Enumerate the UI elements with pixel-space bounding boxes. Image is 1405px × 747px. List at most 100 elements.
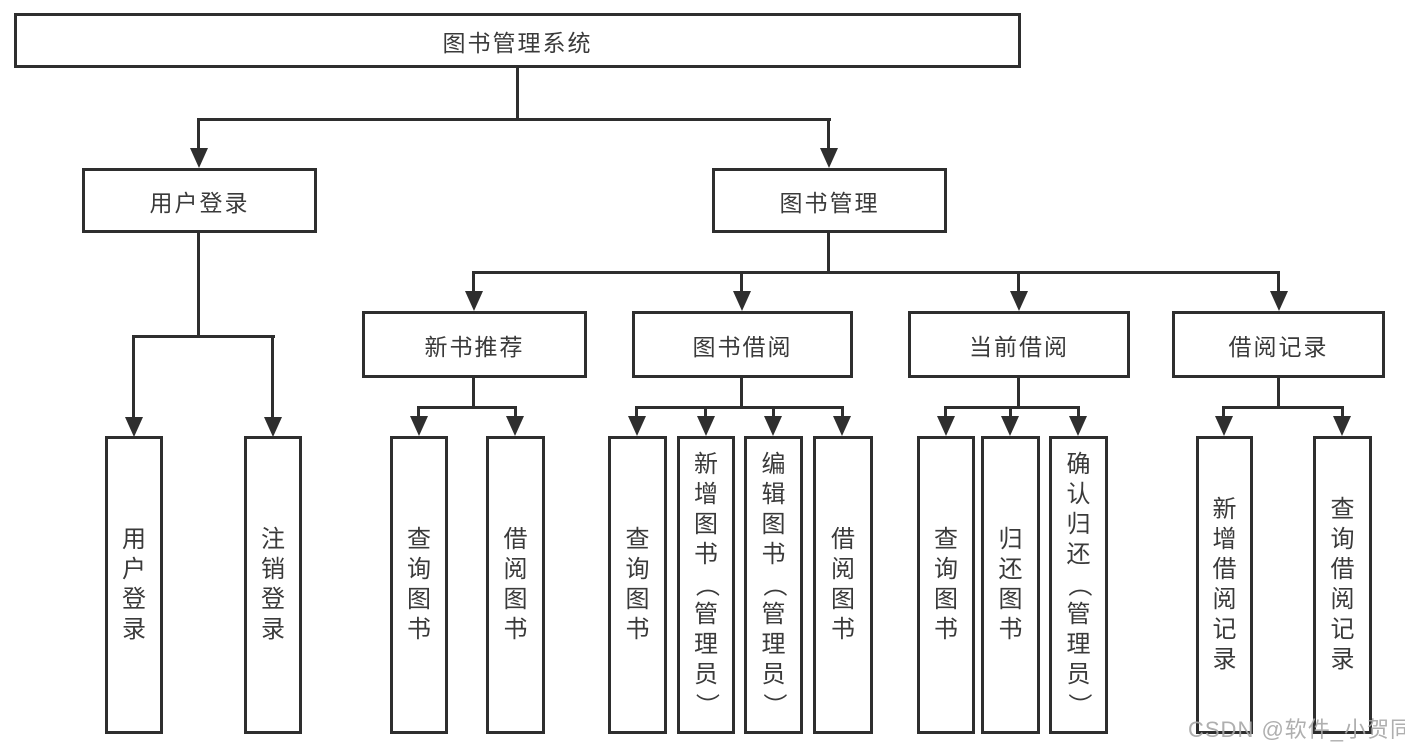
vertical-char: 图 [831,586,855,613]
arrowhead-icon [833,416,851,436]
node-user-login-label: 用户登录 [149,189,250,216]
vertical-char: 录 [1330,646,1355,673]
vertical-char: 录 [122,616,146,643]
arrowhead-icon [506,416,524,436]
connector-line [1341,406,1344,420]
connector-line [516,67,519,120]
connector-line [472,271,1280,274]
vertical-char: 查 [1330,496,1355,523]
vertical-char: 书 [503,616,528,643]
vertical-char: 销 [261,556,285,583]
vertical-char: 管 [694,601,718,628]
arrowhead-icon [733,291,751,311]
vertical-char: 增 [1212,526,1237,553]
node-root: 图书管理系统 [14,13,1021,68]
vertical-char: ） [760,693,788,717]
arrowhead-icon [764,416,782,436]
connector-line [198,118,831,121]
arrowhead-icon [190,148,208,168]
vertical-char: 理 [761,631,786,658]
csdn-watermark: CSDN @软件_小贺同学 [1188,717,1405,742]
arrowhead-icon [1270,291,1288,311]
vertical-char: 阅 [1212,586,1237,613]
connector-line [472,271,475,293]
vertical-char: 认 [1066,481,1091,508]
connector-line [1277,271,1280,293]
node-root-label: 图书管理系统 [442,29,593,56]
vertical-char: 图 [998,586,1023,613]
vertical-char: 员 [694,661,718,688]
arrowhead-icon [820,148,838,168]
vertical-char: 询 [1330,526,1355,553]
connector-line [740,376,743,408]
vertical-char: 阅 [503,556,528,583]
vertical-char: 理 [1066,631,1091,658]
node-current-borrow: 当前借阅 [908,311,1130,378]
vertical-char: 辑 [761,481,786,508]
vertical-char: 图 [934,586,958,613]
vertical-char: 图 [761,511,786,538]
vertical-char: 书 [625,616,650,643]
connector-line [1077,406,1080,420]
connector-line [636,406,844,409]
node-user-login: 用户登录 [82,168,317,233]
vertical-char: 管 [761,601,786,628]
connector-line [827,232,830,273]
connector-line [740,271,743,293]
vertical-char: 归 [998,526,1023,553]
leaf-add-books-admin: 新增图书（管理员） [677,436,735,734]
vertical-char: 图 [503,586,528,613]
vertical-char: 图 [694,511,718,538]
vertical-char: 录 [261,616,285,643]
arrowhead-icon [1001,416,1019,436]
vertical-char: 借 [831,526,855,553]
leaf-return-books: 归还图书 [981,436,1040,734]
leaf-borrow-query-books: 查询图书 [608,436,667,734]
arrowhead-icon [410,416,428,436]
vertical-char: 询 [934,556,958,583]
leaf-query-borrow-record: 查询借阅记录 [1313,436,1372,734]
connector-line [418,406,517,409]
vertical-char: 书 [761,541,786,568]
leaf-edit-books-admin: 编辑图书（管理员） [744,436,803,734]
connector-line [827,118,830,150]
vertical-char: 阅 [1330,586,1355,613]
connector-line [945,406,1080,409]
connector-line [472,376,475,408]
vertical-char: 理 [694,631,718,658]
connector-line [841,406,844,420]
vertical-char: 书 [407,616,431,643]
vertical-char: 查 [625,526,650,553]
arrowhead-icon [628,416,646,436]
node-borrow-records-label: 借阅记录 [1228,333,1329,360]
vertical-char: 确 [1066,451,1091,478]
node-book-management: 图书管理 [712,168,947,233]
vertical-char: 管 [1066,601,1091,628]
vertical-char: 员 [1066,661,1091,688]
vertical-char: （ [1065,573,1093,597]
vertical-char: 查 [407,526,431,553]
arrowhead-icon [1333,416,1351,436]
vertical-char: 增 [694,481,718,508]
vertical-char: 还 [998,556,1023,583]
connector-line [944,406,947,420]
vertical-char: 用 [122,526,146,553]
node-new-book-recommend: 新书推荐 [362,311,587,378]
connector-line [514,406,517,420]
vertical-char: 书 [831,616,855,643]
vertical-char: 新 [1212,496,1237,523]
vertical-char: 书 [934,616,958,643]
vertical-char: 图 [625,586,650,613]
connector-line [197,232,200,337]
connector-line [1223,406,1344,409]
arrowhead-icon [697,416,715,436]
connector-line [1009,406,1012,420]
connector-line [704,406,707,420]
vertical-char: 员 [761,661,786,688]
leaf-user-login: 用户登录 [105,436,163,734]
arrowhead-icon [125,417,143,437]
vertical-char: 户 [122,556,146,583]
connector-line [1017,376,1020,408]
connector-line [1222,406,1225,420]
vertical-char: 归 [1066,511,1091,538]
